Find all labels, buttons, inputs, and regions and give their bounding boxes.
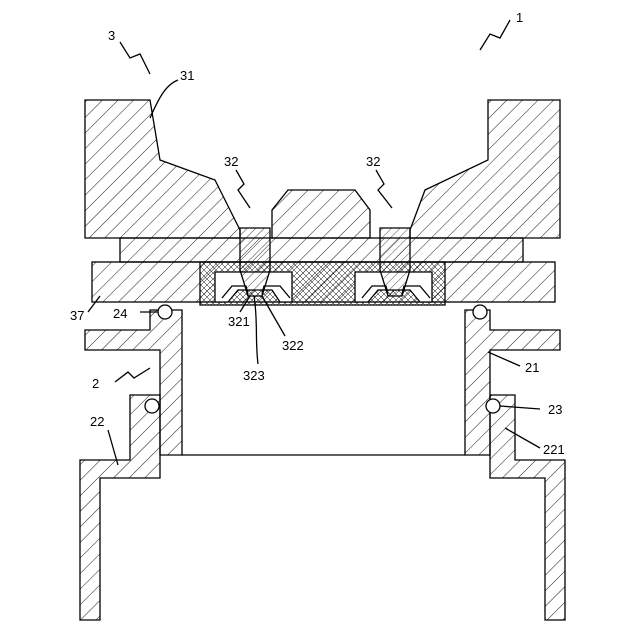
label-21: 21 — [525, 360, 539, 375]
leader-21 — [488, 352, 520, 366]
leader-1 — [480, 20, 510, 50]
nozzle-left — [240, 228, 270, 296]
leader-32a — [236, 170, 250, 208]
leader-31 — [150, 80, 178, 118]
label-24: 24 — [113, 306, 127, 321]
label-3: 3 — [108, 28, 115, 43]
label-221: 221 — [543, 442, 565, 457]
label-2: 2 — [92, 376, 99, 391]
outer-sleeve-right — [490, 395, 565, 620]
middle-plate — [120, 238, 523, 262]
upper-mold-left — [85, 100, 240, 238]
o-ring-24-right — [473, 305, 487, 319]
upper-mold-center — [272, 190, 370, 238]
leader-2 — [115, 368, 150, 382]
label-323: 323 — [243, 368, 265, 383]
label-322: 322 — [282, 338, 304, 353]
label-37: 37 — [70, 308, 84, 323]
label-22: 22 — [90, 414, 104, 429]
label-23: 23 — [548, 402, 562, 417]
o-ring-23-right — [486, 399, 500, 413]
label-32-left: 32 — [224, 154, 238, 169]
leader-3 — [120, 42, 150, 74]
upper-mold-right — [410, 100, 560, 238]
leader-32b — [376, 170, 392, 208]
o-ring-23-left — [145, 399, 159, 413]
label-32-right: 32 — [366, 154, 380, 169]
leader-323 — [254, 296, 258, 364]
label-1: 1 — [516, 10, 523, 25]
o-ring-24-left — [158, 305, 172, 319]
label-31: 31 — [180, 68, 194, 83]
label-321: 321 — [228, 314, 250, 329]
nozzle-right — [380, 228, 410, 296]
